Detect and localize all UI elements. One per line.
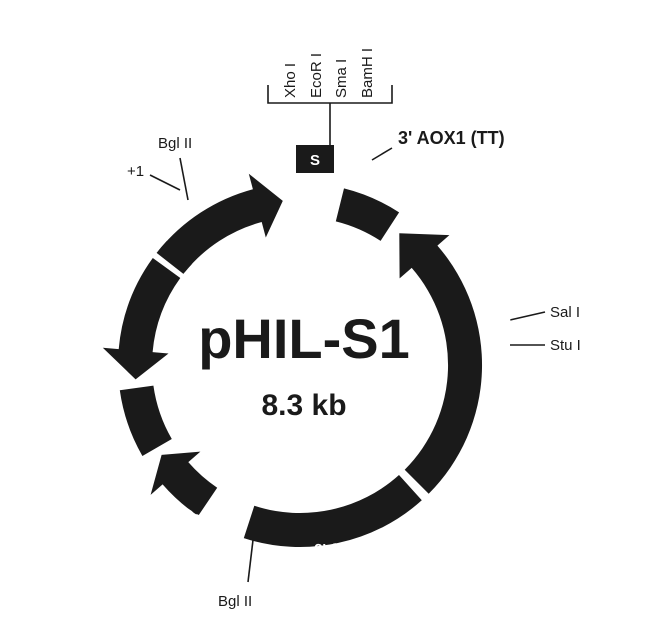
f1ori-segment bbox=[119, 385, 172, 456]
plasmid-name: pHIL-S1 bbox=[198, 307, 410, 370]
plasmid-size: 8.3 kb bbox=[261, 389, 346, 422]
tt-tick bbox=[371, 147, 393, 161]
plus1-label: +1 bbox=[127, 163, 144, 180]
aox1-5prime-label: 5' AOX1 bbox=[191, 148, 248, 192]
bgl2-top-label: Bgl II bbox=[158, 135, 192, 152]
mcs-site-ecori: EcoR I bbox=[308, 53, 325, 98]
mcs-site-bamhi: BamH I bbox=[359, 48, 376, 98]
his4-label: HIS4 bbox=[493, 306, 515, 342]
bgl2-top-tick bbox=[179, 157, 189, 201]
bgl2-bottom-tick bbox=[247, 539, 254, 583]
aox1-tt-segment bbox=[335, 188, 400, 241]
aox1-3prime-segment bbox=[243, 475, 422, 548]
backbone-gap-segment bbox=[156, 240, 192, 274]
bgl2-bottom-label: Bgl II bbox=[218, 593, 252, 610]
sal1-tick bbox=[509, 311, 546, 321]
aox1-5prime-segment bbox=[158, 173, 283, 272]
stu1-label: Stu I bbox=[550, 337, 581, 354]
aox1-tt-label: 3' AOX1 (TT) bbox=[398, 128, 505, 148]
sal1-label: Sal I bbox=[550, 304, 580, 321]
plus1-tick bbox=[149, 174, 181, 191]
pbr322-segment bbox=[150, 451, 218, 516]
mcs-site-smai: Sma I bbox=[333, 59, 350, 98]
signal-sequence-label: S bbox=[310, 152, 320, 169]
signal-sequence-box bbox=[296, 145, 334, 173]
his4-segment bbox=[399, 233, 483, 494]
ampicillin-segment bbox=[102, 258, 181, 380]
mcs-site-xhoi: Xho I bbox=[282, 63, 299, 98]
mcs-bracket bbox=[267, 85, 393, 145]
